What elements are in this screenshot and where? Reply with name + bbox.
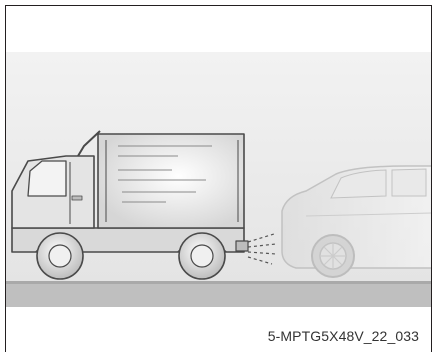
figure-frame: 5-MPTG5X48V_22_033 <box>5 5 432 352</box>
image-code-caption: 5-MPTG5X48V_22_033 <box>268 328 419 344</box>
cargo-box <box>98 134 244 228</box>
parking-illustration <box>6 6 432 352</box>
ground-strip <box>6 281 432 307</box>
